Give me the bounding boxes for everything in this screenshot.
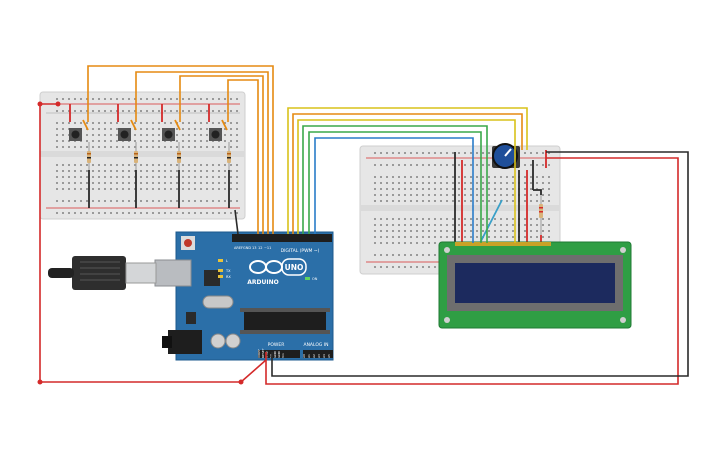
a2-label: A2	[312, 354, 316, 358]
arduino-brand-label: ARDUINO	[247, 279, 278, 286]
resistor-4	[227, 142, 231, 170]
resistor-lcd-backlight	[539, 195, 543, 235]
wire-lcd-green-2[interactable]	[308, 131, 482, 243]
led-tx	[218, 269, 223, 272]
wire-lcd-orange[interactable]	[292, 113, 523, 234]
potentiometer[interactable]	[492, 143, 520, 169]
voltage-regulator	[186, 312, 196, 324]
a0-label: A0	[302, 354, 306, 358]
lcd-screen	[455, 263, 615, 303]
ioref-label: IOREF	[257, 349, 261, 358]
a1-label: A1	[307, 354, 311, 358]
usb-connector	[48, 256, 192, 290]
breadboard-left-jumpers	[69, 104, 230, 208]
rx-label: RX	[226, 275, 231, 279]
arduino-uno-board	[48, 231, 334, 361]
power-header-label: POWER	[268, 342, 285, 348]
wire-lcd-yellow-1[interactable]	[287, 107, 528, 234]
breadboard-left	[39, 91, 246, 220]
analog-header	[303, 350, 333, 358]
lcd-pin-header	[455, 242, 551, 246]
tx-label: TX	[225, 269, 231, 273]
resistor-3	[177, 142, 181, 170]
digital-header	[232, 234, 332, 242]
power-jack	[162, 330, 202, 354]
pin11-label: ~11	[264, 246, 271, 250]
led-l	[218, 259, 223, 262]
breadboard-right-jumpers	[454, 150, 547, 244]
on-label: ON	[312, 277, 318, 281]
v33-label: 3.3V	[265, 350, 269, 358]
pushbutton-3[interactable]	[162, 128, 175, 141]
wire-lcd-blue[interactable]	[314, 137, 474, 243]
v5-label: 5V	[269, 353, 273, 358]
arduino-logo	[249, 258, 307, 276]
reset-button[interactable]	[181, 236, 195, 250]
wire-lcd-green-1[interactable]	[302, 125, 488, 243]
lcd-module	[438, 241, 632, 329]
pin13-label: 13	[252, 246, 256, 250]
gnd-label: GND	[243, 246, 251, 250]
resistor-1	[87, 142, 91, 170]
arduino-model-label: UNO	[285, 263, 304, 272]
a5-label: A5	[327, 354, 331, 358]
resistor-2	[134, 142, 138, 170]
capacitor-1	[210, 333, 226, 349]
wire-lcd-yellow-2[interactable]	[297, 119, 516, 234]
led-rx	[218, 275, 223, 278]
pushbutton-4[interactable]	[209, 128, 222, 141]
usb-chip	[204, 270, 220, 286]
a4-label: A4	[322, 354, 326, 358]
atmega-chip	[240, 308, 330, 334]
pushbutton-1[interactable]	[69, 128, 82, 141]
reset-pin-label: RESET	[261, 348, 265, 358]
wire-5v-right[interactable]	[265, 157, 679, 385]
gnd-pin-label-1: GND	[273, 350, 277, 358]
capacitor-2	[225, 333, 241, 349]
crystal-oscillator	[202, 295, 234, 309]
digital-header-label: DIGITAL (PWM ~)	[281, 248, 320, 254]
aref-label: AREF	[234, 246, 243, 250]
power-header	[258, 350, 300, 358]
l-label: L	[226, 259, 228, 263]
gnd-pin-label-2: GND	[277, 350, 281, 358]
led-on	[305, 277, 310, 280]
wire-gnd-left[interactable]	[234, 209, 239, 235]
a3-label: A3	[317, 354, 321, 358]
wire-gnd-right[interactable]	[271, 151, 689, 377]
pushbutton-2[interactable]	[118, 128, 131, 141]
analog-header-label: ANALOG IN	[303, 342, 328, 348]
vin-label: Vin	[281, 353, 285, 358]
pin12-label: 12	[258, 246, 262, 250]
wires-buttons-to-digital[interactable]	[87, 65, 274, 234]
